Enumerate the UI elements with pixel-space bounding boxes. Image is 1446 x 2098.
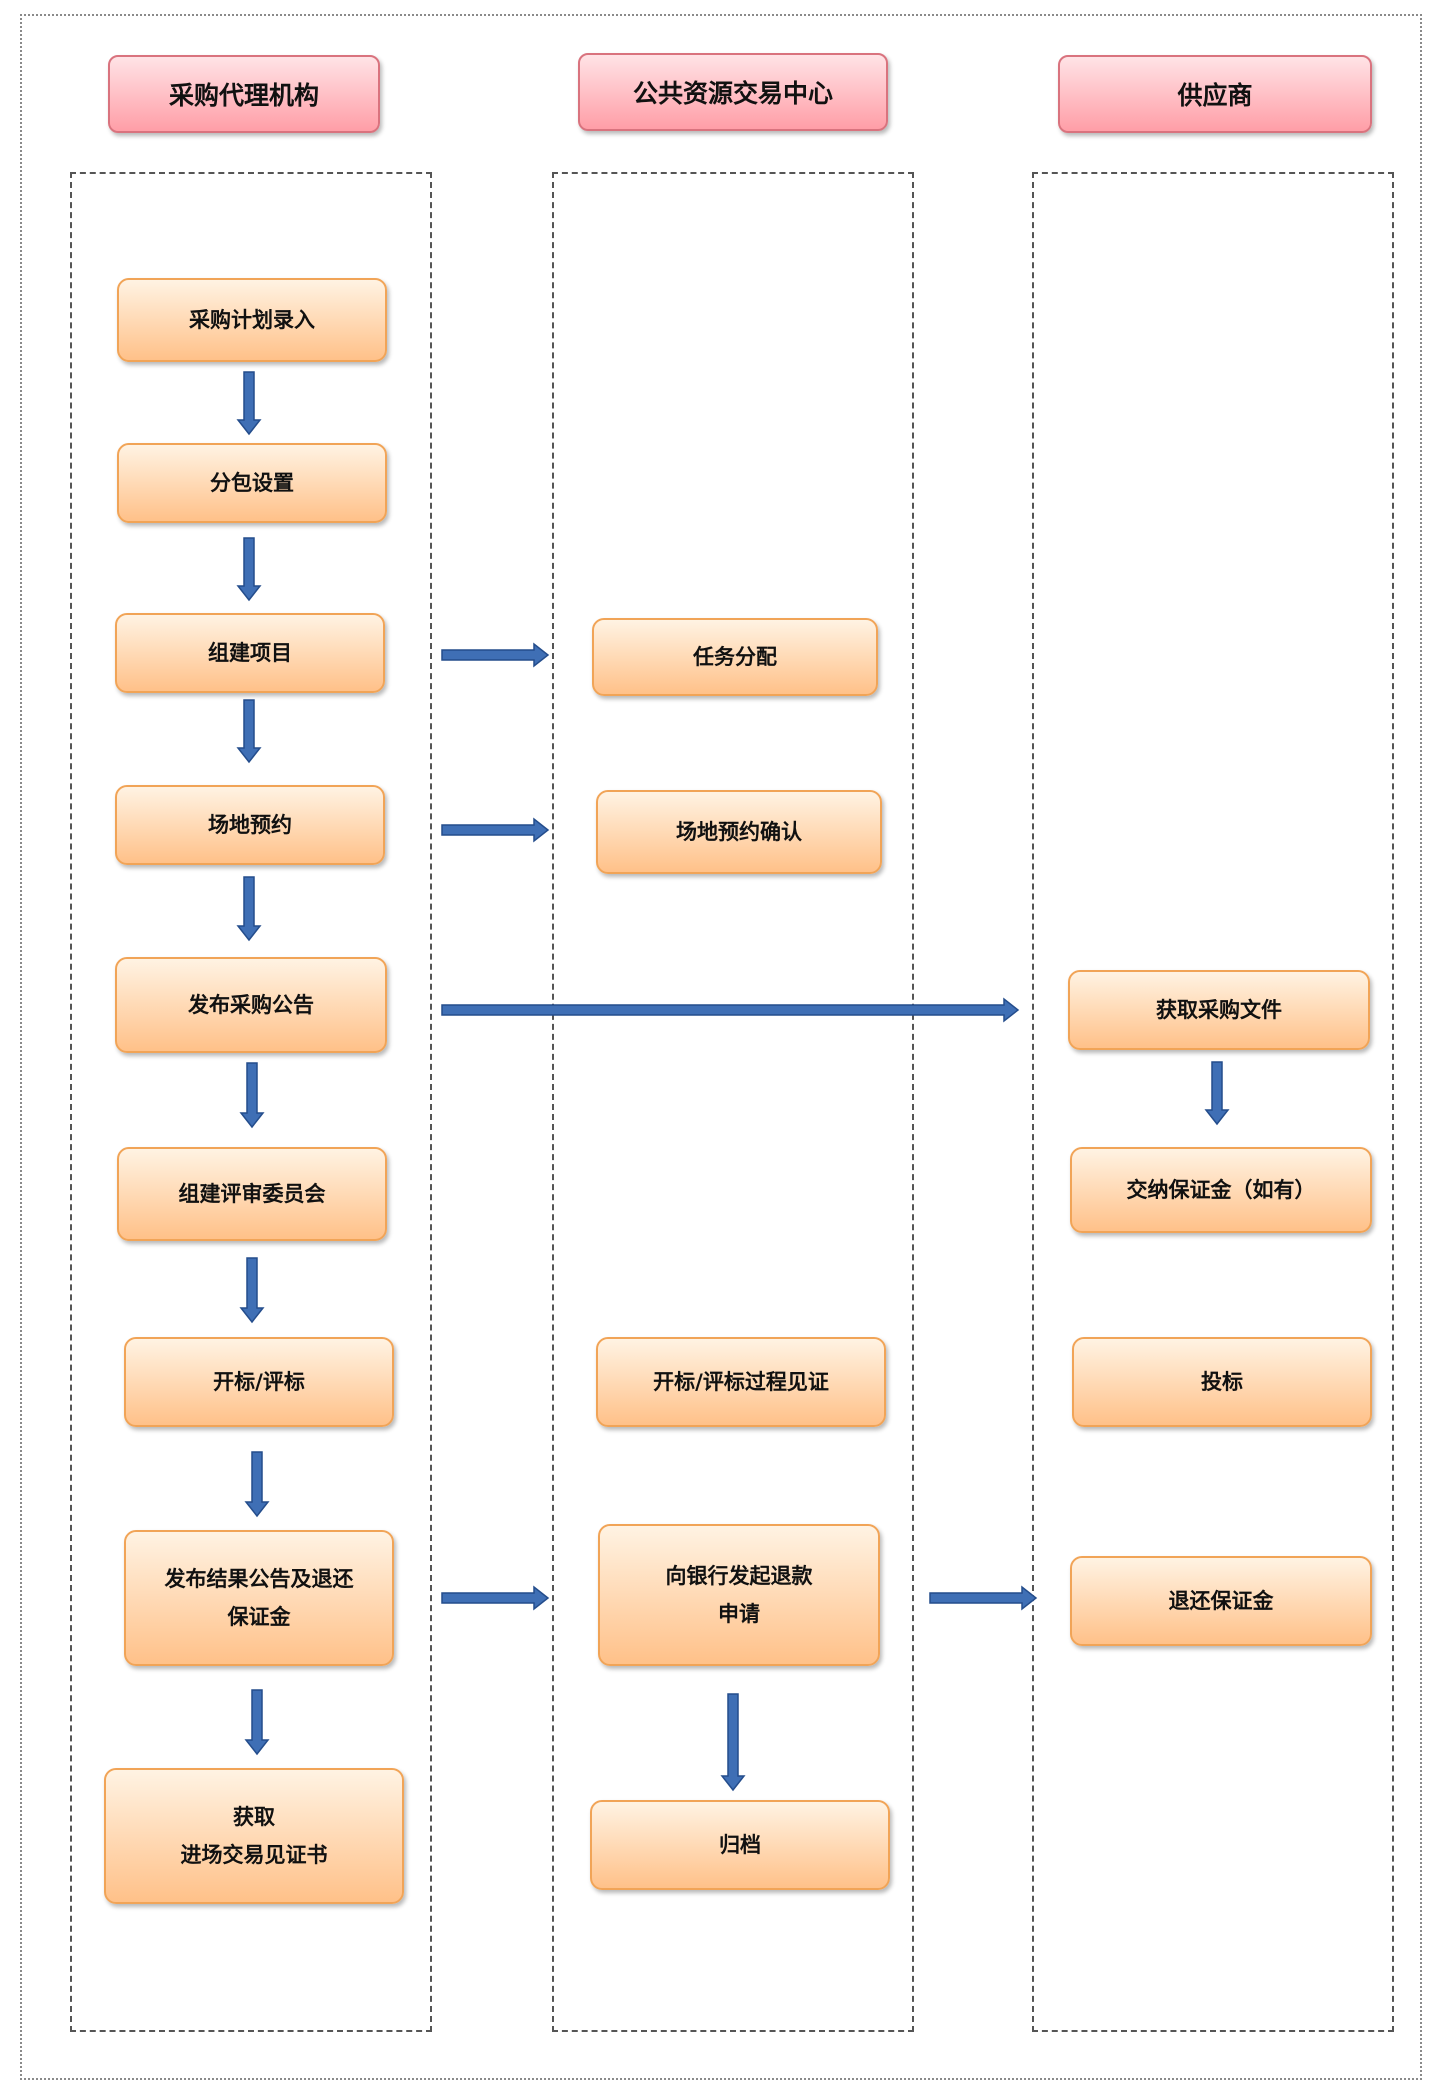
arrow-committee-to-evaluate bbox=[239, 1257, 265, 1324]
step-get-certificate-line1: 获取 bbox=[233, 1805, 275, 1829]
step-venue-confirm: 场地预约确认 bbox=[596, 790, 882, 874]
step-witness: 开标/评标过程见证 bbox=[596, 1337, 886, 1427]
arrow-plan-to-package bbox=[236, 371, 262, 436]
step-bid: 投标 bbox=[1072, 1337, 1372, 1427]
lane-agency bbox=[70, 172, 432, 2032]
arrow-result-to-refund bbox=[441, 1585, 550, 1611]
header-supplier: 供应商 bbox=[1058, 55, 1372, 133]
step-publish-notice: 发布采购公告 bbox=[115, 957, 387, 1053]
lane-center bbox=[552, 172, 914, 2032]
step-refund-deposit: 退还保证金 bbox=[1070, 1556, 1372, 1646]
step-archive: 归档 bbox=[590, 1800, 890, 1890]
arrow-venue-to-notice bbox=[236, 876, 262, 942]
header-agency: 采购代理机构 bbox=[108, 55, 380, 133]
arrow-package-to-project bbox=[236, 537, 262, 602]
step-get-docs: 获取采购文件 bbox=[1068, 970, 1370, 1050]
outer-frame bbox=[20, 14, 1422, 2080]
step-pay-deposit: 交纳保证金（如有） bbox=[1070, 1147, 1372, 1233]
step-get-certificate-line2: 进场交易见证书 bbox=[180, 1843, 328, 1867]
arrow-project-to-task bbox=[441, 642, 550, 668]
lane-supplier bbox=[1032, 172, 1394, 2032]
step-package-setup: 分包设置 bbox=[117, 443, 387, 523]
step-refund-request-line1: 向银行发起退款 bbox=[665, 1564, 813, 1588]
arrow-docs-to-deposit bbox=[1204, 1061, 1230, 1126]
step-open-evaluate: 开标/评标 bbox=[124, 1337, 394, 1427]
step-venue-booking: 场地预约 bbox=[115, 785, 385, 865]
arrow-refund-to-archive bbox=[720, 1693, 746, 1792]
step-publish-result-line2: 保证金 bbox=[227, 1605, 291, 1629]
step-publish-result: 发布结果公告及退还 保证金 bbox=[124, 1530, 394, 1666]
arrow-result-to-certificate bbox=[244, 1689, 270, 1756]
arrow-venue-to-confirm bbox=[441, 817, 550, 843]
step-plan-entry: 采购计划录入 bbox=[117, 278, 387, 362]
step-refund-request: 向银行发起退款 申请 bbox=[598, 1524, 880, 1666]
arrow-refund-to-supplier bbox=[929, 1585, 1038, 1611]
step-get-certificate: 获取 进场交易见证书 bbox=[104, 1768, 404, 1904]
arrow-project-to-venue bbox=[236, 699, 262, 764]
arrow-notice-to-docs bbox=[441, 997, 1020, 1023]
arrow-notice-to-committee bbox=[239, 1062, 265, 1129]
arrow-evaluate-to-result bbox=[244, 1451, 270, 1518]
step-create-project: 组建项目 bbox=[115, 613, 385, 693]
step-form-committee: 组建评审委员会 bbox=[117, 1147, 387, 1241]
step-publish-result-line1: 发布结果公告及退还 bbox=[164, 1567, 354, 1591]
step-task-assign: 任务分配 bbox=[592, 618, 878, 696]
step-refund-request-line2: 申请 bbox=[718, 1602, 760, 1626]
header-center: 公共资源交易中心 bbox=[578, 53, 888, 131]
